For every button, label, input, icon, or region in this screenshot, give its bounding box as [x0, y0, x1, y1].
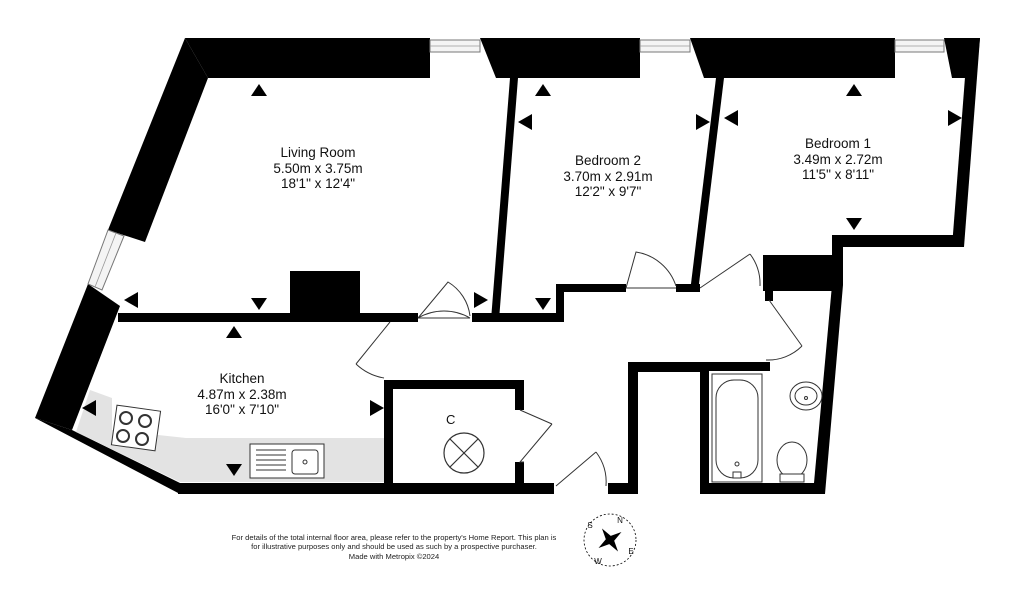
right-wall-bed1	[952, 38, 980, 247]
closet-label: C	[446, 412, 456, 427]
door-living	[417, 310, 471, 319]
door-closet	[518, 409, 553, 463]
bottom-wall-hall	[608, 483, 638, 494]
disclaimer-line-2: for illustrative purposes only and shoul…	[251, 542, 537, 552]
bath-top-wall	[700, 362, 770, 371]
hall-right-wall	[765, 287, 773, 301]
compass-s: S	[587, 521, 592, 530]
bath-icon	[711, 373, 763, 483]
bed2-bed1-wall	[690, 78, 724, 292]
lower-left-wall	[35, 284, 120, 430]
bedroom-2-name: Bedroom 2	[574, 153, 642, 168]
disclaimer: For details of the total internal floor …	[218, 533, 570, 561]
chimney-breast	[290, 271, 360, 315]
door-living-swing	[417, 281, 471, 319]
bottom-wall-bath	[700, 483, 824, 494]
windows	[87, 39, 945, 291]
disclaimer-line-1: For details of the total internal floor …	[231, 533, 557, 542]
closet-right-wall-b	[515, 462, 524, 487]
credit-line: Made with Metropix ©2024	[348, 551, 440, 561]
living-hall-wall	[472, 313, 500, 322]
kitchen-fittings	[76, 390, 384, 482]
measurement-arrows	[82, 84, 962, 476]
compass-e: E	[628, 547, 633, 556]
closet-left-wall	[384, 380, 393, 490]
closet-top-wall	[384, 380, 524, 389]
toilet-icon	[776, 441, 808, 483]
bed2-bottom-wall-b	[556, 284, 564, 322]
kitchen-name: Kitchen	[219, 371, 265, 386]
bed2-bottom-wall-d	[676, 284, 700, 292]
bedroom-1-name: Bedroom 1	[804, 136, 872, 151]
top-wall-bed1	[690, 38, 895, 78]
kitchen-metric: 4.87m x 2.38m	[197, 386, 287, 402]
sink-icon	[249, 443, 325, 479]
living-kitchen-wall	[118, 313, 418, 322]
interior-walls	[118, 78, 773, 492]
door-bed2	[625, 251, 677, 289]
hall-stub-top	[628, 362, 708, 372]
bedroom-2-imperial: 12'2" x 9'7"	[574, 184, 642, 199]
hob-icon	[110, 404, 162, 452]
bed1-bottom-wall	[832, 235, 964, 247]
bedroom-2-label: Bedroom 2 3.70m x 2.91m 12'2" x 9'7"	[548, 153, 668, 200]
door-bed1	[699, 253, 761, 289]
bottom-wall-kitchen	[178, 483, 554, 494]
kitchen-diagonal-wall	[35, 418, 180, 494]
right-wall-bath	[813, 285, 843, 494]
top-wall-bed2	[480, 38, 640, 78]
compass-w: W	[594, 557, 602, 566]
bed1-step-wall	[832, 235, 843, 285]
living-room-name: Living Room	[280, 145, 356, 160]
bedroom-1-metric: 3.49m x 2.72m	[793, 151, 883, 167]
hall-stub-wall	[628, 362, 638, 492]
cupboard-block	[763, 255, 833, 291]
bath-left-wall	[700, 362, 709, 492]
washbasin-icon	[789, 381, 823, 411]
doors	[355, 251, 803, 487]
upper-left-wall	[108, 38, 208, 242]
bedroom-1-imperial: 11'5" x 8'11"	[801, 167, 875, 182]
bed2-bottom-wall-a	[496, 313, 564, 322]
compass-n: N	[617, 516, 623, 525]
living-room-imperial: 18'1" x 12'4"	[280, 176, 356, 191]
outer-walls	[35, 38, 980, 494]
door-front	[555, 451, 607, 487]
living-bed2-wall	[491, 78, 518, 320]
top-wall-living	[185, 38, 430, 78]
bed2-bottom-wall-c	[556, 284, 626, 292]
kitchen-imperial: 16'0" x 7'10"	[204, 402, 280, 417]
living-room-metric: 5.50m x 3.75m	[273, 160, 363, 176]
kitchen-label: Kitchen 4.87m x 2.38m 16'0" x 7'10"	[182, 371, 302, 418]
closet-right-wall-a	[515, 380, 524, 410]
bathroom-fittings	[711, 373, 823, 483]
door-bath-hall	[765, 299, 803, 361]
boiler-icon	[443, 432, 485, 474]
window-left	[87, 229, 125, 291]
bedroom-2-metric: 3.70m x 2.91m	[563, 168, 653, 184]
living-room-label: Living Room 5.50m x 3.75m 18'1" x 12'4"	[258, 145, 378, 192]
bedroom-1-label: Bedroom 1 3.49m x 2.72m 11'5" x 8'11"	[778, 136, 898, 183]
compass-icon: N E S W	[583, 513, 637, 567]
door-kitchen	[355, 321, 391, 379]
